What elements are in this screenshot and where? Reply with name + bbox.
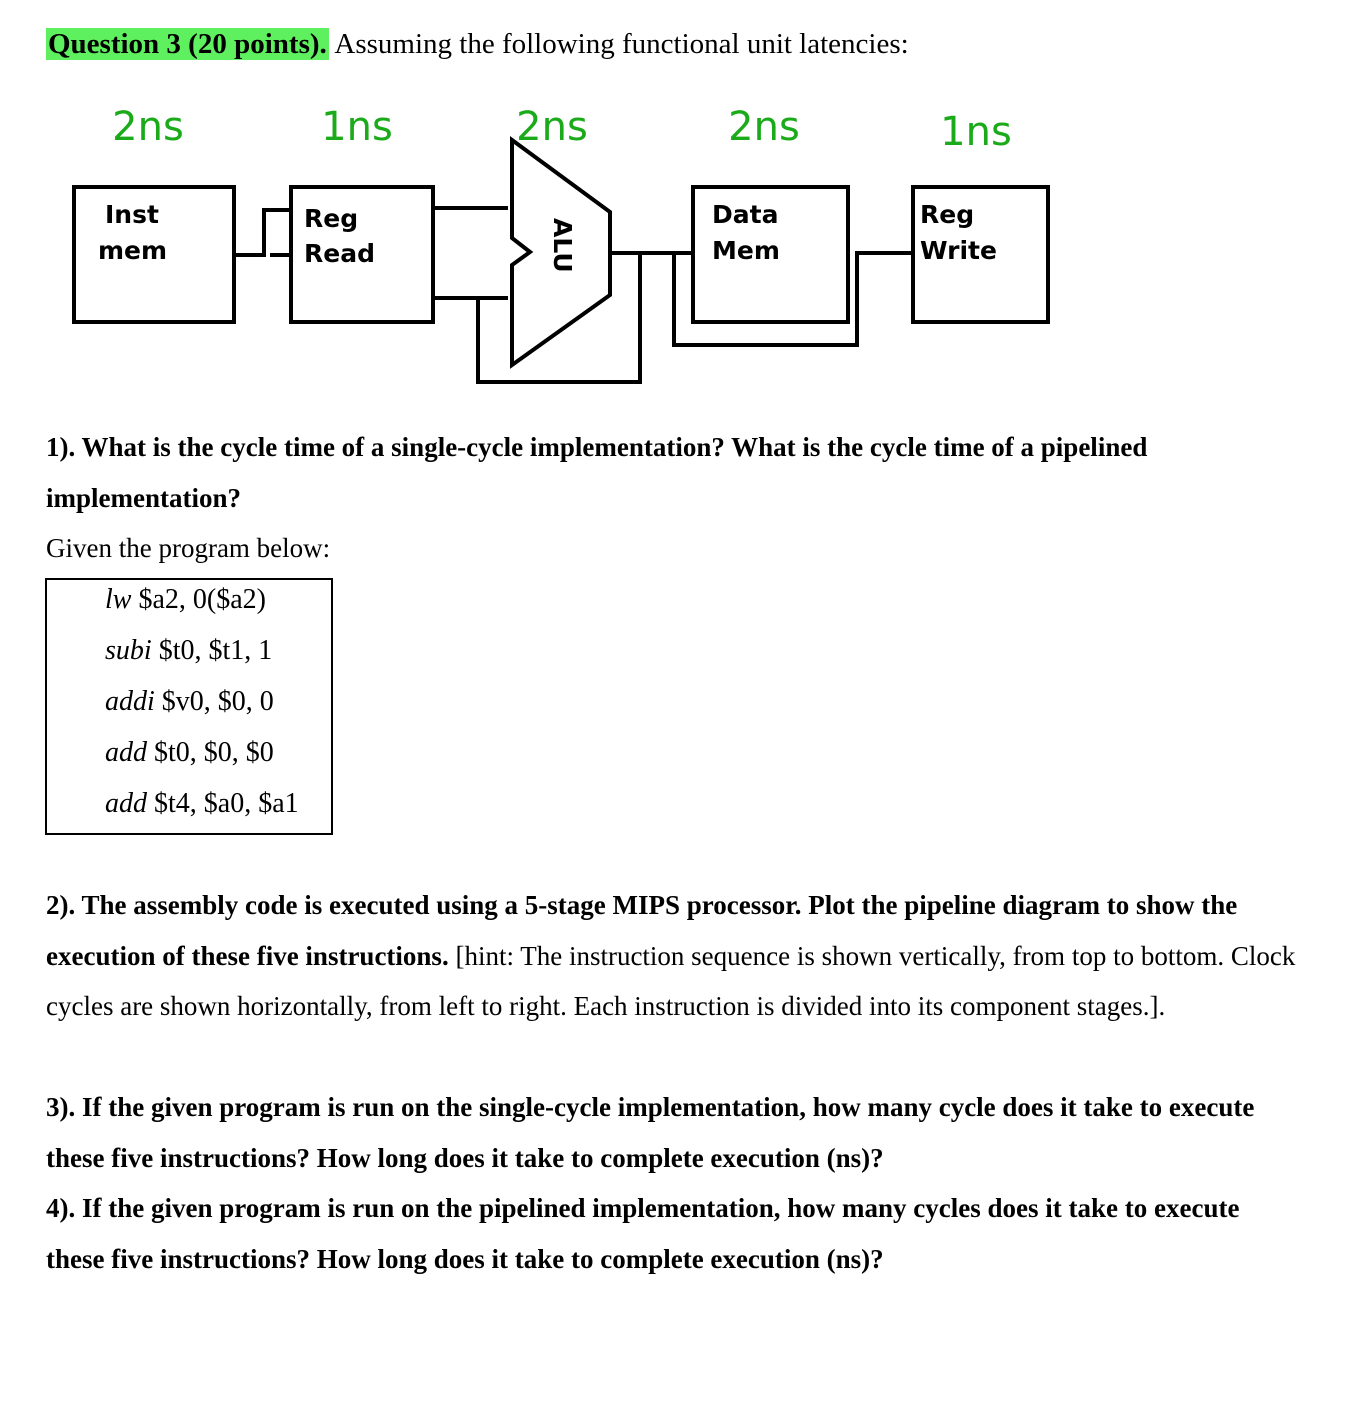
alu-shape bbox=[510, 136, 612, 369]
code-args: $t0, $0, $0 bbox=[147, 737, 274, 768]
code-op: lw bbox=[105, 584, 132, 615]
latency-reg-write: 1ns bbox=[940, 109, 1012, 155]
question-part-3-text: 3). If the given program is run on the s… bbox=[46, 1092, 1255, 1173]
code-op: add bbox=[105, 788, 147, 819]
reg-write-label-line2: Write bbox=[920, 236, 997, 265]
data-mem-label-line1: Data bbox=[712, 200, 778, 229]
question-part-2-bold: 2). The assembly code is executed using … bbox=[46, 890, 1238, 971]
question-part-2-hint: [hint: The instruction sequence is shown… bbox=[46, 940, 1296, 1022]
question-part-3: 3). If the given program is run on the s… bbox=[46, 1082, 1296, 1183]
code-args: $t4, $a0, $a1 bbox=[147, 788, 299, 819]
code-op: subi bbox=[105, 635, 152, 666]
data-mem-label-line2: Mem bbox=[712, 236, 780, 265]
reg-write-box bbox=[911, 185, 1050, 324]
code-line: add $t4, $a0, $a1 bbox=[105, 784, 299, 824]
program-code-box: lw $a2, 0($a2) subi $t0, $t1, 1 addi $v0… bbox=[45, 578, 333, 835]
question-part-1: 1). What is the cycle time of a single-c… bbox=[46, 422, 1296, 523]
inst-mem-label-line1: Inst bbox=[105, 200, 159, 229]
inst-mem-label-line2: mem bbox=[98, 236, 167, 265]
question-title-highlight: Question 3 (20 points). bbox=[46, 28, 329, 60]
data-mem-box bbox=[691, 185, 850, 324]
question-part-1-text: 1). What is the cycle time of a single-c… bbox=[46, 432, 1148, 513]
code-op: add bbox=[105, 737, 147, 768]
latency-inst-mem: 2ns bbox=[112, 104, 184, 150]
given-program-label: Given the program below: bbox=[46, 533, 331, 563]
code-args: $t0, $t1, 1 bbox=[151, 635, 273, 666]
pipeline-datapath-diagram: 2ns 1ns 2ns 2ns 1ns Inst mem Reg Read AL… bbox=[72, 104, 1050, 384]
code-line: subi $t0, $t1, 1 bbox=[105, 631, 272, 671]
reg-write-label-line1: Reg bbox=[920, 200, 974, 229]
reg-read-box bbox=[289, 185, 435, 324]
code-line: addi $v0, $0, 0 bbox=[105, 682, 274, 722]
code-op: addi bbox=[105, 686, 155, 717]
code-line: add $t0, $0, $0 bbox=[105, 733, 274, 773]
latency-data-mem: 2ns bbox=[728, 104, 800, 150]
question-intro: Assuming the following functional unit l… bbox=[328, 28, 909, 60]
code-args: $v0, $0, 0 bbox=[154, 686, 274, 717]
reg-read-label-line1: Reg bbox=[304, 204, 358, 233]
code-line: lw $a2, 0($a2) bbox=[105, 580, 266, 620]
question-part-4: 4). If the given program is run on the p… bbox=[46, 1183, 1296, 1284]
reg-read-label-line2: Read bbox=[304, 239, 375, 268]
alu-label: ALU bbox=[548, 218, 577, 273]
code-args: $a2, 0($a2) bbox=[131, 584, 266, 615]
inst-mem-box bbox=[72, 185, 236, 324]
question-heading: Question 3 (20 points). Assuming the fol… bbox=[46, 24, 909, 64]
question-part-2: 2). The assembly code is executed using … bbox=[46, 880, 1296, 1032]
question-part-4-text: 4). If the given program is run on the p… bbox=[46, 1193, 1240, 1274]
latency-reg-read: 1ns bbox=[321, 104, 393, 150]
latency-alu: 2ns bbox=[516, 104, 588, 150]
